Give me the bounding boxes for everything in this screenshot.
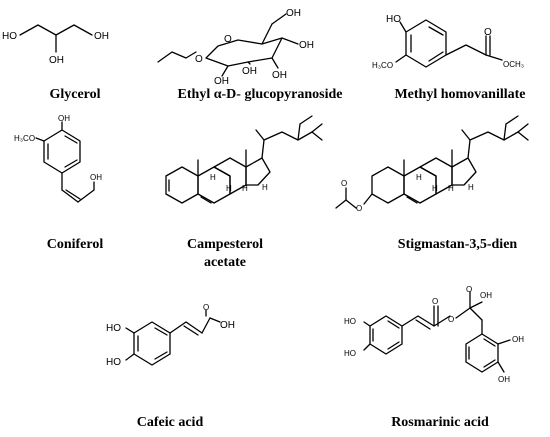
glycerol-oh-right-label: OH [94, 31, 109, 42]
rosm-acid-oh-label: OH [480, 291, 492, 300]
rosm-oh-2-label: OH [498, 375, 510, 384]
stig-h3-label: H [448, 184, 454, 193]
stig-h2-label: H [432, 184, 438, 193]
rosm-ester-co-label: O [432, 297, 438, 306]
glu-oh-1-label: OH [299, 40, 314, 51]
mhv-h3co-label: H₃CO [372, 61, 393, 70]
ethyl-glucopyranoside-structure: O O OH OH OH OH OH [157, 8, 314, 87]
campesterol-h2-label: H [226, 184, 232, 193]
methyl-homovanillate-name: Methyl homovanillate [394, 87, 526, 102]
ethyl-glucopyranoside-name: Ethyl α-D- glucopyranoside [177, 87, 343, 102]
caffeic-oh-label: OH [220, 320, 235, 331]
mhv-carbonyl-o-label: O [484, 27, 492, 38]
rosm-ho-1-label: HO [344, 317, 356, 326]
mhv-och3-label: OCH₃ [503, 60, 524, 69]
campesterol-h3-label: H [242, 184, 248, 193]
stigmastan-dien-name: Stigmastan-3,5-dien [397, 237, 518, 252]
caffeic-ho-top-label: HO [106, 323, 121, 334]
coniferol-structure: OH H₃CO OH [14, 114, 102, 203]
campesterol-acetate-name-line2: acetate [204, 255, 246, 270]
caffeic-carbonyl-o-label: O [203, 303, 209, 312]
campesterol-h1-label: H [210, 173, 216, 182]
glu-oh-3-label: OH [242, 66, 257, 77]
stig-carbonyl-o-label: O [341, 179, 347, 188]
glycerol-ho-label: HO [2, 31, 17, 42]
campesterol-acetate-structure: H H H H [165, 115, 323, 204]
rosm-ester-o-label: O [448, 315, 454, 324]
caffeic-acid-structure: HO HO O OH [106, 303, 235, 368]
coniferol-h3co-label: H₃CO [14, 134, 35, 143]
coniferol-name: Coniferol [46, 237, 104, 252]
ring-o-label: O [224, 34, 232, 45]
glycerol-structure: HO OH OH [2, 24, 109, 66]
caffeic-acid-name: Cafeic acid [136, 415, 204, 430]
coniferol-oh-label: OH [58, 114, 70, 123]
stig-h4-label: H [468, 183, 474, 192]
stig-ester-o-label: O [356, 204, 362, 213]
rosm-oh-1-label: OH [512, 335, 524, 344]
coniferol-oh-terminal-label: OH [90, 173, 102, 182]
ether-o-label: O [195, 54, 203, 65]
glycerol-name: Glycerol [49, 87, 101, 102]
rosm-acid-o-label: O [466, 285, 472, 294]
rosmarinic-acid-structure: HO HO O O O OH OH OH [344, 285, 524, 384]
mhv-ho-label: HO [386, 14, 401, 25]
stigmastan-dien-structure: H H H H O O [335, 115, 529, 213]
ch2oh-label: OH [286, 8, 301, 19]
rosmarinic-acid-name: Rosmarinic acid [391, 415, 489, 430]
glycerol-oh-bottom-label: OH [49, 55, 64, 66]
caffeic-ho-bottom-label: HO [106, 357, 121, 368]
glu-oh-4-label: OH [214, 76, 229, 87]
campesterol-h4-label: H [262, 183, 268, 192]
campesterol-acetate-name-line1: Campesterol [187, 237, 263, 252]
glu-oh-2-label: OH [272, 70, 287, 81]
methyl-homovanillate-structure: HO H₃CO O OCH₃ [372, 14, 524, 70]
rosm-ho-2-label: HO [344, 349, 356, 358]
stig-h1-label: H [416, 173, 422, 182]
